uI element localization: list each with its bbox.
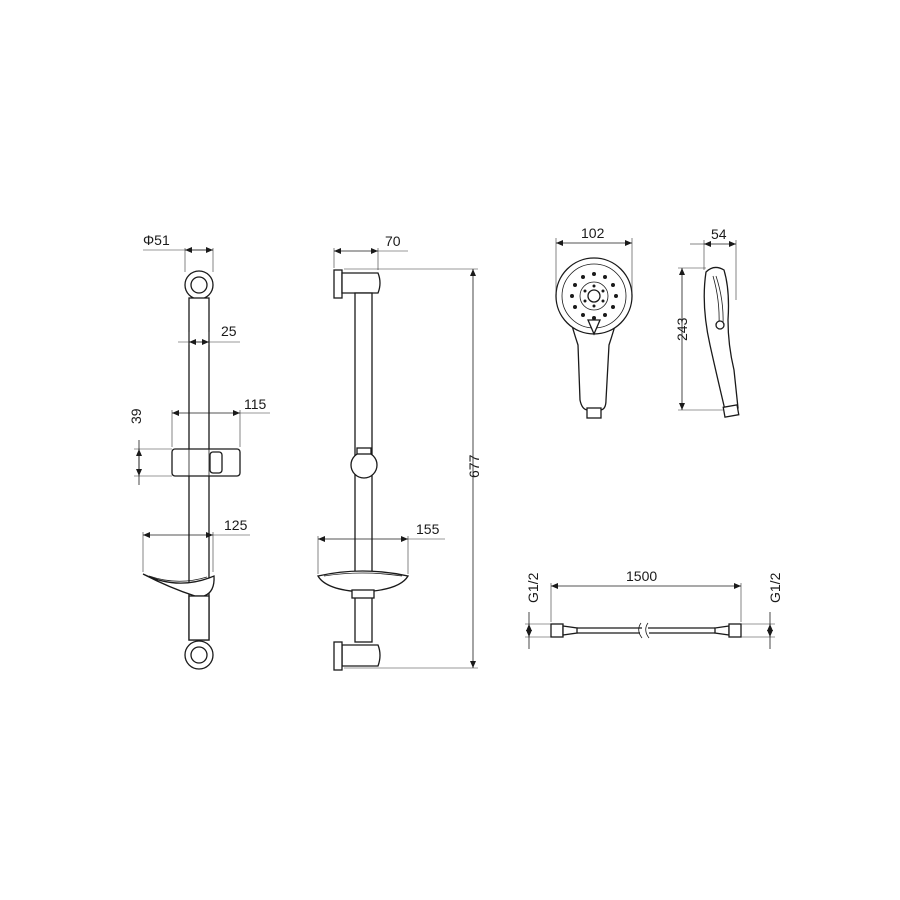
- hose-dimensions: 1500 G1/2 G1/2: [525, 568, 783, 649]
- dim-hose-thread-left: G1/2: [525, 572, 541, 603]
- dim-bracket-depth: 70: [385, 233, 401, 249]
- dim-hose-length: 1500: [626, 568, 657, 584]
- dim-rail-width: 25: [221, 323, 237, 339]
- dim-rail-diameter: Φ51: [143, 232, 170, 248]
- hand-shower-front: [555, 257, 633, 419]
- dim-rail-length: 677: [466, 454, 482, 478]
- hand-shower-side-dimensions: 54 243: [674, 226, 737, 411]
- dim-side-soap-dish-width: 155: [416, 521, 440, 537]
- hand-shower-front-dimensions: 102: [555, 225, 633, 294]
- front-view-rail: [142, 270, 241, 670]
- dim-soap-dish-width: 125: [224, 517, 248, 533]
- dim-holder-width: 115: [244, 396, 267, 412]
- dim-head-length: 243: [674, 317, 690, 341]
- soap-dish-front: [142, 573, 215, 641]
- nozzle-pattern: [570, 272, 618, 320]
- side-view-rail: [316, 269, 410, 671]
- dim-head-width: 102: [581, 225, 605, 241]
- front-view-dimensions: Φ51 25 115 39 125: [128, 232, 270, 572]
- slider-holder: [171, 448, 241, 477]
- hand-shower-side: [703, 266, 740, 418]
- side-view-dimensions: 70 677 155: [317, 233, 482, 669]
- dim-holder-height: 39: [128, 408, 144, 424]
- dim-hose-thread-right: G1/2: [767, 572, 783, 603]
- dim-head-depth: 54: [711, 226, 727, 242]
- shower-hose: [550, 622, 742, 639]
- soap-dish-side: [316, 570, 410, 599]
